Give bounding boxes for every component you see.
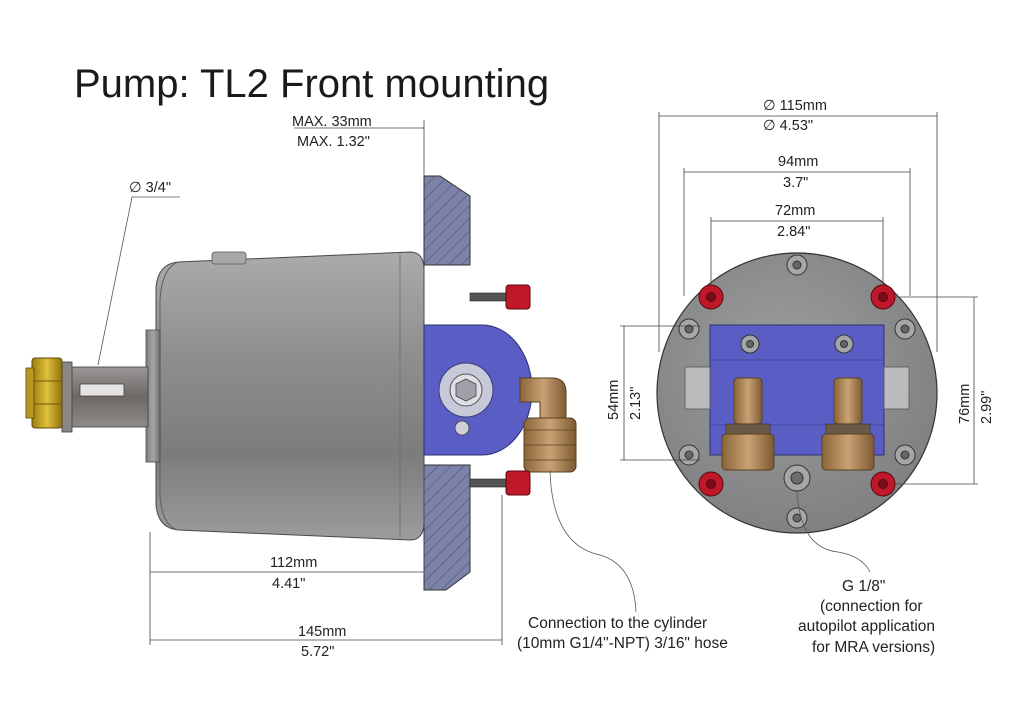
shaft (61, 366, 149, 428)
g18-note-line4: for MRA versions) (812, 639, 935, 656)
inner-span-mm: 72mm (775, 203, 815, 219)
front-dimensions: ∅ 115mm ∅ 4.53" 94mm 3.7" 72mm 2.84" 54m… (606, 98, 995, 573)
shaft-nut (31, 357, 63, 429)
g18-note-line3: autopilot application (798, 618, 935, 635)
g18-note-line1: G 1/8" (842, 578, 885, 595)
right-height-mm: 76mm (957, 384, 973, 424)
g18-note-line2: (connection for (820, 598, 923, 615)
cap-nut-bottom (505, 470, 531, 496)
total-length-in: 5.72" (301, 644, 334, 660)
shaft-diameter-label: ∅ 3/4" (129, 180, 171, 196)
shaft-keyway (79, 383, 125, 397)
right-height-in: 2.99" (979, 391, 995, 424)
front-fitting-left (721, 377, 775, 471)
mounting-panel-lower (423, 464, 471, 591)
body-length-in: 4.41" (272, 576, 305, 592)
side-view (25, 175, 577, 591)
cylinder-note-line1: Connection to the cylinder (528, 615, 707, 632)
page-title: Pump: TL2 Front mounting (74, 62, 549, 106)
front-view (656, 252, 938, 534)
front-cap-nuts (698, 284, 896, 497)
inner-span-in: 2.84" (777, 224, 810, 240)
max-in-label: MAX. 1.32" (297, 134, 370, 150)
outer-diameter-in: ∅ 4.53" (763, 118, 813, 134)
cap-nut-top (505, 284, 531, 310)
bolt-span-in: 3.7" (783, 175, 808, 191)
bolt-span-mm: 94mm (778, 154, 818, 170)
pump-body (155, 251, 425, 541)
filler-boss (211, 251, 247, 265)
max-mm-label: MAX. 33mm (292, 114, 372, 130)
cylinder-note-line2: (10mm G1/4"-NPT) 3/16" hose (517, 635, 728, 652)
left-height-mm: 54mm (606, 380, 622, 420)
outer-diameter-mm: ∅ 115mm (763, 98, 827, 114)
mount-bolt-top (469, 292, 509, 302)
body-length-mm: 112mm (270, 555, 317, 571)
mounting-panel (423, 175, 471, 266)
front-fitting-right (821, 377, 875, 471)
mount-bolt-bottom (469, 478, 509, 488)
total-length-mm: 145mm (298, 624, 346, 640)
left-height-in: 2.13" (628, 387, 644, 420)
side-dimensions: ∅ 3/4" MAX. 33mm MAX. 1.32" 112mm 4.41" … (97, 114, 637, 660)
